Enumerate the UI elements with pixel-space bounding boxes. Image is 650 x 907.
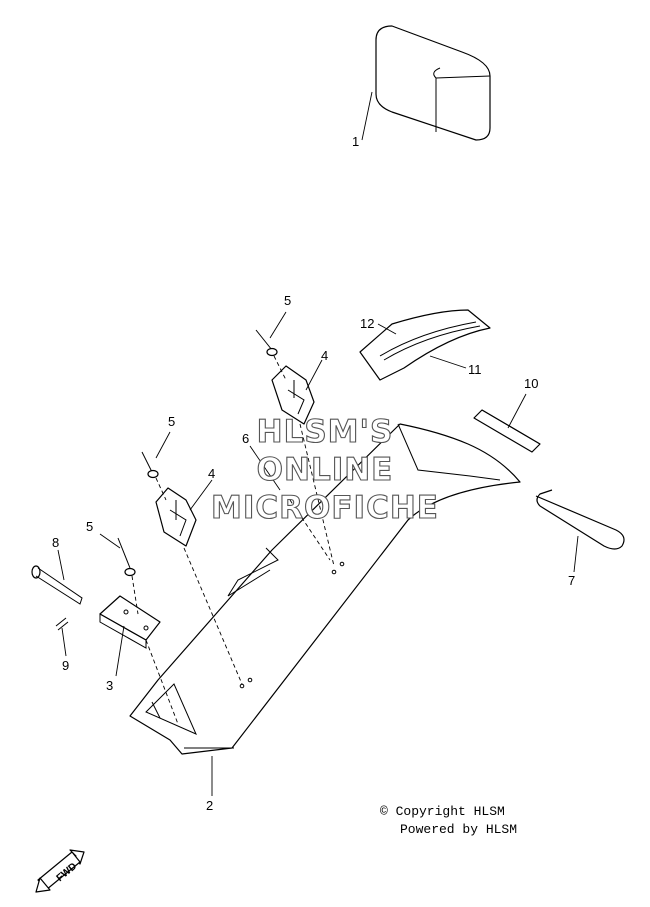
part-5-rivet-lower [99,533,139,615]
fwd-arrow-icon [35,849,85,893]
part-2-bracket [129,423,521,796]
callout-8: 8 [52,535,59,550]
callout-5-middle: 5 [168,414,175,429]
callout-9: 9 [62,658,69,673]
callout-6: 6 [242,431,249,446]
part-1-pad [361,25,491,141]
callout-7: 7 [568,573,575,588]
watermark-line-2: ONLINE [257,452,394,488]
callout-11: 11 [468,362,482,377]
part-4-clip-upper [271,359,335,567]
part-5-rivet-middle [141,431,171,501]
callout-3: 3 [106,678,113,693]
part-11-pad [359,309,491,381]
part-7-spring [535,489,625,573]
callout-5-top: 5 [284,293,291,308]
part-3-clamp [99,595,179,725]
part-6-pointer [249,445,331,561]
part-5-rivet-top [255,311,287,381]
callout-2: 2 [206,798,213,813]
watermark-line-1: HLSM'S [257,414,394,450]
callout-4-lower: 4 [208,466,215,481]
part-9-pin [55,617,69,657]
callout-4-upper: 4 [321,348,328,363]
part-10-rod [473,393,541,453]
copyright-line: © Copyright HLSM [380,804,505,819]
callout-10: 10 [524,376,538,391]
callout-5-lower: 5 [86,519,93,534]
part-8-bolt [31,549,83,605]
watermark-line-3: MICROFICHE [211,490,439,526]
part-4-clip-lower [155,479,243,685]
callout-12: 12 [360,316,374,331]
powered-by-line: Powered by HLSM [400,822,517,837]
callout-1: 1 [352,134,359,149]
